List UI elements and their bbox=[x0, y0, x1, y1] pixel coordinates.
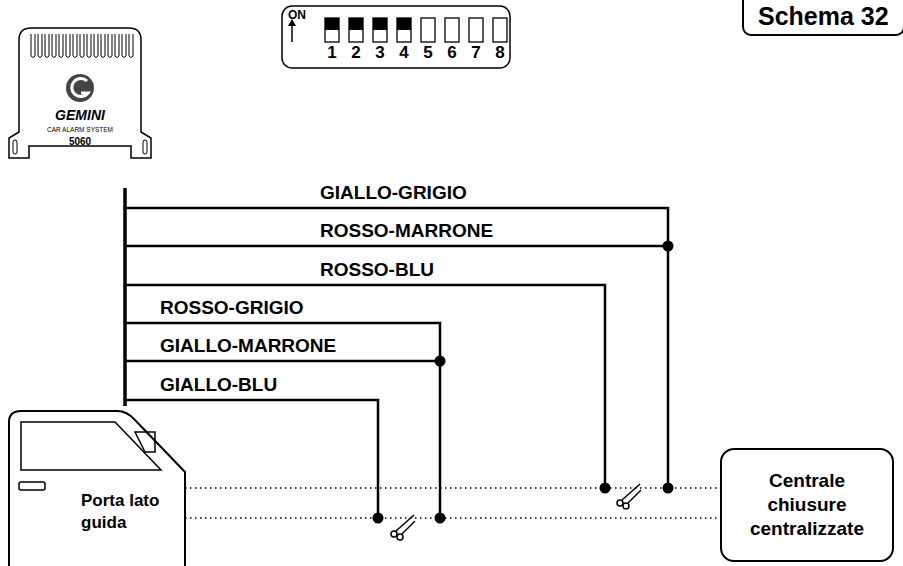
wire-color-label: ROSSO-BLU bbox=[320, 260, 434, 281]
dip-switch bbox=[397, 18, 411, 42]
cooling-fin bbox=[122, 34, 126, 58]
cooling-fin bbox=[87, 34, 91, 58]
dip-switch bbox=[325, 18, 339, 42]
cooling-fin bbox=[73, 34, 77, 58]
cooling-fin bbox=[94, 34, 98, 58]
vehicle-wire bbox=[185, 487, 720, 489]
wires bbox=[125, 208, 668, 518]
mount-slot bbox=[13, 140, 17, 154]
switch-number: 5 bbox=[423, 44, 432, 63]
switch-number: 6 bbox=[447, 44, 456, 63]
alarm-unit: GEMINI CAR ALARM SYSTEM 5060 bbox=[5, 20, 155, 162]
junction-dots bbox=[373, 241, 674, 524]
switch-number: 4 bbox=[399, 44, 408, 63]
wire-color-label: GIALLO-BLU bbox=[160, 375, 277, 396]
door-panel bbox=[9, 411, 185, 566]
cooling-fin bbox=[38, 34, 42, 58]
scissors-symbol bbox=[617, 484, 641, 509]
switch-number: 3 bbox=[375, 44, 384, 63]
dip-switch bbox=[349, 18, 363, 42]
cooling-fin bbox=[52, 34, 56, 58]
wire-color-label: GIALLO-GRIGIO bbox=[320, 183, 467, 204]
scissors-symbol bbox=[391, 515, 415, 540]
cooling-fin bbox=[45, 34, 49, 58]
node-text: 5060 bbox=[5, 136, 155, 147]
wire-color-label: ROSSO-GRIGIO bbox=[160, 298, 304, 319]
node-text: Porta lato guida bbox=[81, 490, 181, 534]
wire bbox=[125, 245, 668, 248]
node-text: CAR ALARM SYSTEM bbox=[5, 126, 155, 133]
cooling-fin bbox=[31, 34, 35, 58]
switch-number: 7 bbox=[471, 44, 480, 63]
mount-slot bbox=[143, 140, 147, 154]
logo-g bbox=[72, 79, 88, 97]
door-handle bbox=[19, 482, 45, 490]
door-outline bbox=[5, 408, 187, 566]
door-mirror bbox=[135, 432, 155, 452]
door-illustration: Porta lato guida bbox=[5, 408, 187, 566]
dip-lever-on bbox=[349, 18, 363, 30]
diagram-title: Schema 32 bbox=[758, 2, 889, 30]
node-text: Centrale chiusure centralizzate bbox=[737, 469, 877, 540]
dip-switch bbox=[469, 18, 483, 42]
logo-disc bbox=[66, 74, 94, 102]
cooling-fin bbox=[66, 34, 70, 58]
door-window bbox=[21, 422, 161, 470]
wire-color-label: ROSSO-MARRONE bbox=[320, 221, 493, 242]
dip-switch bbox=[421, 18, 435, 42]
dip-lever-on bbox=[373, 18, 387, 30]
cooling-fin bbox=[101, 34, 105, 58]
wire bbox=[125, 323, 440, 361]
dip-switch-housing bbox=[282, 6, 510, 68]
wire-bus bbox=[123, 188, 127, 406]
switch-number: 2 bbox=[351, 44, 360, 63]
dip-switch bbox=[493, 18, 507, 42]
cooling-fin bbox=[115, 34, 119, 58]
cooling-fin bbox=[108, 34, 112, 58]
switch-number: 1 bbox=[327, 44, 336, 63]
switch-on-label: ON bbox=[288, 9, 306, 22]
dip-lever-on bbox=[397, 18, 411, 30]
cooling-fin bbox=[129, 34, 133, 58]
dip-switches bbox=[325, 18, 507, 42]
title-box: Schema 32 bbox=[742, 0, 903, 36]
wire bbox=[125, 208, 668, 488]
node-text: GEMINI bbox=[5, 108, 155, 123]
cooling-fin bbox=[59, 34, 63, 58]
dip-switch bbox=[373, 18, 387, 42]
wire-color-label: GIALLO-MARRONE bbox=[160, 336, 336, 357]
cooling-fin bbox=[80, 34, 84, 58]
vehicle-wire bbox=[185, 517, 720, 519]
dip-lever-on bbox=[325, 18, 339, 30]
dip-switch bbox=[445, 18, 459, 42]
switch-number: 8 bbox=[495, 44, 504, 63]
wire bbox=[125, 285, 605, 488]
control-unit-box: Centrale chiusure centralizzate bbox=[720, 448, 894, 562]
